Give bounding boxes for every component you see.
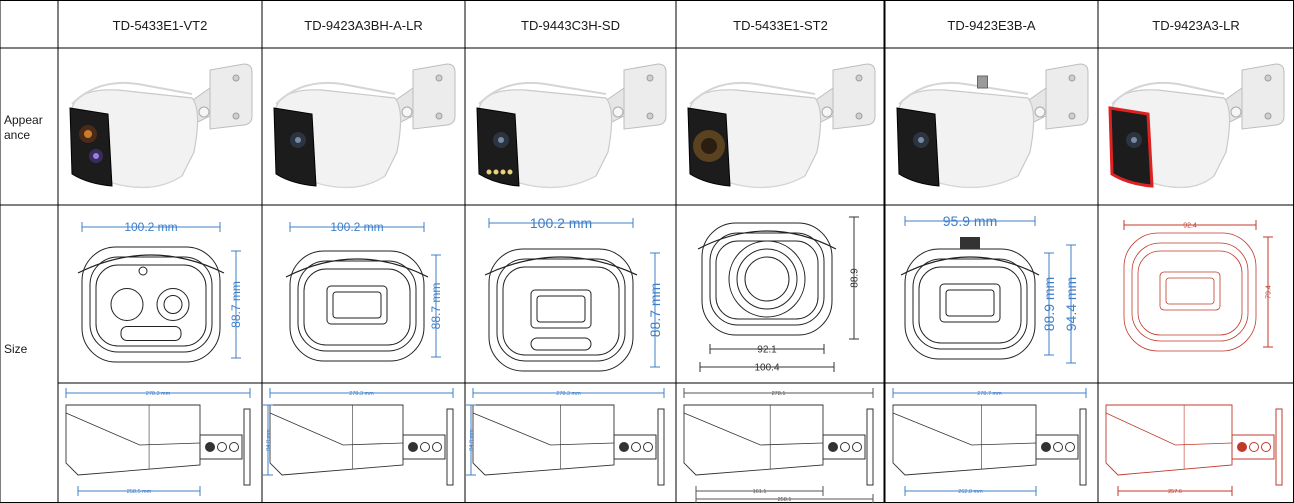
height-dimension: 88.9 mm xyxy=(1041,277,1057,331)
model-header: TD-9423E3B-A xyxy=(947,18,1035,33)
width-dimension: 100.2 mm xyxy=(124,220,177,234)
height-dimension: 88.7 mm xyxy=(429,283,443,330)
side-drawing: 278.3 mm 84.8 mm xyxy=(263,388,454,486)
front-drawing: 100.2 mm 88.7 mm xyxy=(77,220,243,363)
appearance-row xyxy=(69,63,1285,189)
height-dimension: 84.8 mm xyxy=(266,429,272,451)
side-drawing: 257.6 xyxy=(1105,404,1283,496)
side-drawing: 278.7 mm 262.8 mm xyxy=(892,388,1087,496)
length-dimension: 278.3 mm xyxy=(146,391,171,397)
width-dimension: 100.4 xyxy=(754,363,779,374)
front-drawing: 95.9 mm 88.9 mm 94.4 mm xyxy=(900,213,1079,364)
camera-photo xyxy=(687,63,876,189)
bottom-dimension: 258.5 mm xyxy=(127,489,152,495)
size-label: Size xyxy=(4,342,28,356)
front-drawing: 100.2 mm 88.7 mm xyxy=(484,215,663,372)
bottom-dimension: 257.6 xyxy=(1168,489,1182,495)
front-drawing: 100.2 mm 88.7 mm xyxy=(285,220,443,362)
height-dimension: 88.7 mm xyxy=(229,281,243,328)
header-row: TD-5433E1-VT2 TD-9423A3BH-A-LR TD-9443C3H-… xyxy=(113,18,1240,33)
front-drawing: 92.1 100.4 88.9 xyxy=(697,216,861,374)
appearance-label-line1: Appear xyxy=(4,113,43,127)
height-dimension: 84.8 mm xyxy=(469,429,475,451)
width-dimension: 95.9 mm xyxy=(943,213,997,229)
row-labels: Appear ance Size xyxy=(4,113,43,356)
bottom-dimension: 258.1 xyxy=(778,497,792,503)
model-header: TD-9423A3-LR xyxy=(1152,18,1239,33)
camera-photo xyxy=(1108,63,1285,189)
height-dimension: 79.4 xyxy=(1265,285,1272,299)
width-dimension: 92.4 xyxy=(1183,222,1197,229)
camera-photo xyxy=(896,63,1089,189)
model-header: TD-5433E1-ST2 xyxy=(733,18,828,33)
bottom-dimension: 262.8 mm xyxy=(958,489,983,495)
camera-photo xyxy=(69,63,253,189)
height-dimension: 94.4 mm xyxy=(1063,277,1079,331)
front-drawing: 92.4 79.4 xyxy=(1123,220,1273,352)
width-dimension: 92.1 xyxy=(757,345,777,356)
height-dimension: 88.9 xyxy=(850,268,861,288)
length-dimension: 278.3 mm xyxy=(349,391,374,397)
width-dimension: 100.2 mm xyxy=(330,220,383,234)
width-dimension: 100.2 mm xyxy=(530,215,592,231)
side-drawing: 278.3 mm 258.5 mm xyxy=(65,388,251,496)
front-dimension-row: 100.2 mm 88.7 mm 100.2 mm 88.7 mm 100.2 mm 88… xyxy=(77,213,1273,374)
length-dimension: 278.7 mm xyxy=(977,391,1002,397)
height-dimension: 88.7 mm xyxy=(647,283,663,337)
camera-photo xyxy=(476,63,667,189)
model-header: TD-9443C3H-SD xyxy=(521,18,620,33)
model-header: TD-9423A3BH-A-LR xyxy=(304,18,423,33)
length-dimension: 278.1 xyxy=(772,391,786,397)
side-drawing: 278.3 mm 84.8 mm xyxy=(466,388,665,486)
camera-photo xyxy=(273,63,456,189)
model-header: TD-5433E1-VT2 xyxy=(113,18,208,33)
side-drawing: 278.1 161.1 258.1 xyxy=(683,388,874,503)
side-dimension-row: 278.3 mm 258.5 mm 278.3 mm 84.8 mm 278.3 mm 8… xyxy=(65,388,1283,503)
bottom-dimension: 161.1 xyxy=(753,489,767,495)
length-dimension: 278.3 mm xyxy=(556,391,581,397)
appearance-label-line2: ance xyxy=(4,128,30,142)
